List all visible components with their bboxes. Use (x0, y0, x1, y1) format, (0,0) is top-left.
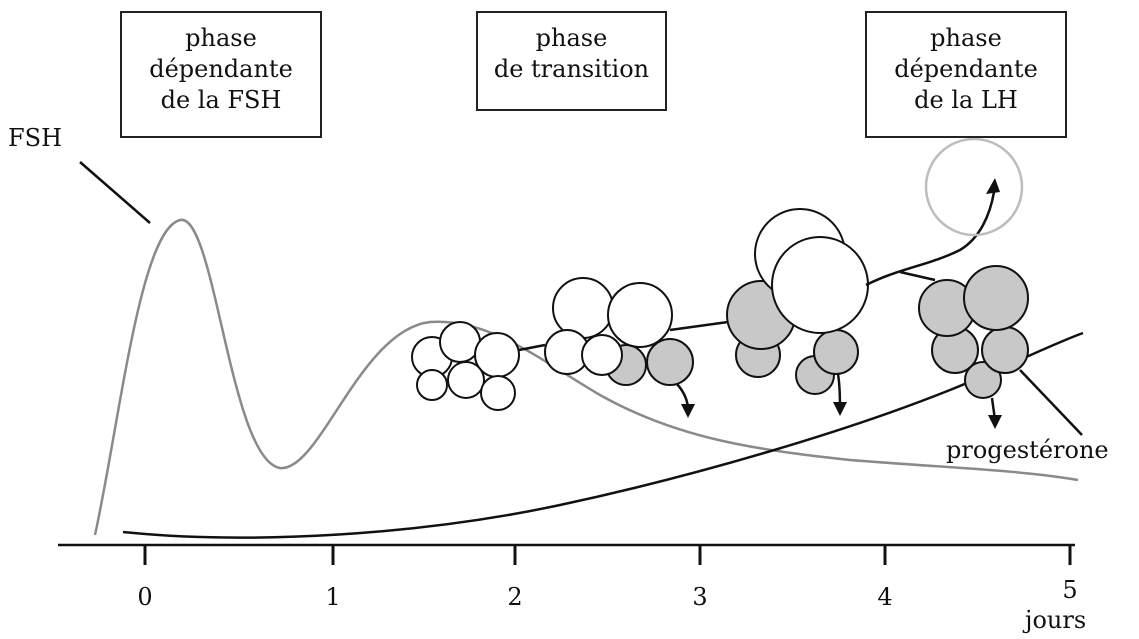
phase-fsh-line-3: de la FSH (160, 86, 282, 114)
phase-transition-line-2: de transition (493, 55, 650, 83)
tick-label-0: 0 (137, 583, 153, 611)
tick-label-2: 2 (507, 583, 523, 611)
phase-box-transition: phase de transition (476, 11, 667, 111)
follicle-cluster-3 (726, 208, 869, 395)
follicle-cluster-4 (918, 265, 1029, 399)
tick-label-4: 4 (877, 583, 893, 611)
x-axis-ticks (143, 545, 1072, 565)
atresia-arrowhead-2 (833, 402, 847, 416)
phase-box-fsh: phase dépendante de la FSH (120, 11, 322, 138)
atresia-arrowhead-1 (681, 404, 695, 418)
tick-label-5: 5 (1062, 576, 1078, 604)
follicle-cluster-1 (411, 321, 520, 411)
progesterone-pointer-line (1019, 369, 1083, 436)
phase-transition-line-1: phase (535, 24, 608, 52)
fsh-pointer-line (79, 161, 151, 224)
cluster-connector-1 (518, 343, 546, 352)
ovulation-arrow (865, 191, 996, 287)
tick-label-3: 3 (692, 583, 708, 611)
phase-lh-line-2: dépendante (894, 55, 1038, 83)
atresia-arrowhead-3 (988, 415, 1002, 429)
phase-box-lh: phase dépendante de la LH (865, 11, 1067, 138)
phase-lh-line-1: phase (930, 24, 1002, 52)
phase-fsh-line-2: dépendante (149, 55, 293, 83)
phase-fsh-line-1: phase (185, 24, 257, 52)
axis-unit-label: jours (1025, 606, 1087, 634)
ovulation-arrowhead (986, 178, 1000, 194)
cluster-connector-3 (899, 270, 936, 282)
progesterone-label: progestérone (946, 436, 1109, 464)
phase-lh-line-3: de la LH (914, 86, 1018, 114)
tick-label-1: 1 (325, 583, 341, 611)
fsh-curve (93, 218, 1079, 536)
fsh-label: FSH (8, 124, 63, 152)
ovulation-circle (924, 137, 1024, 237)
follicle-cluster-2 (544, 277, 694, 386)
cluster-connector-2 (669, 320, 729, 332)
